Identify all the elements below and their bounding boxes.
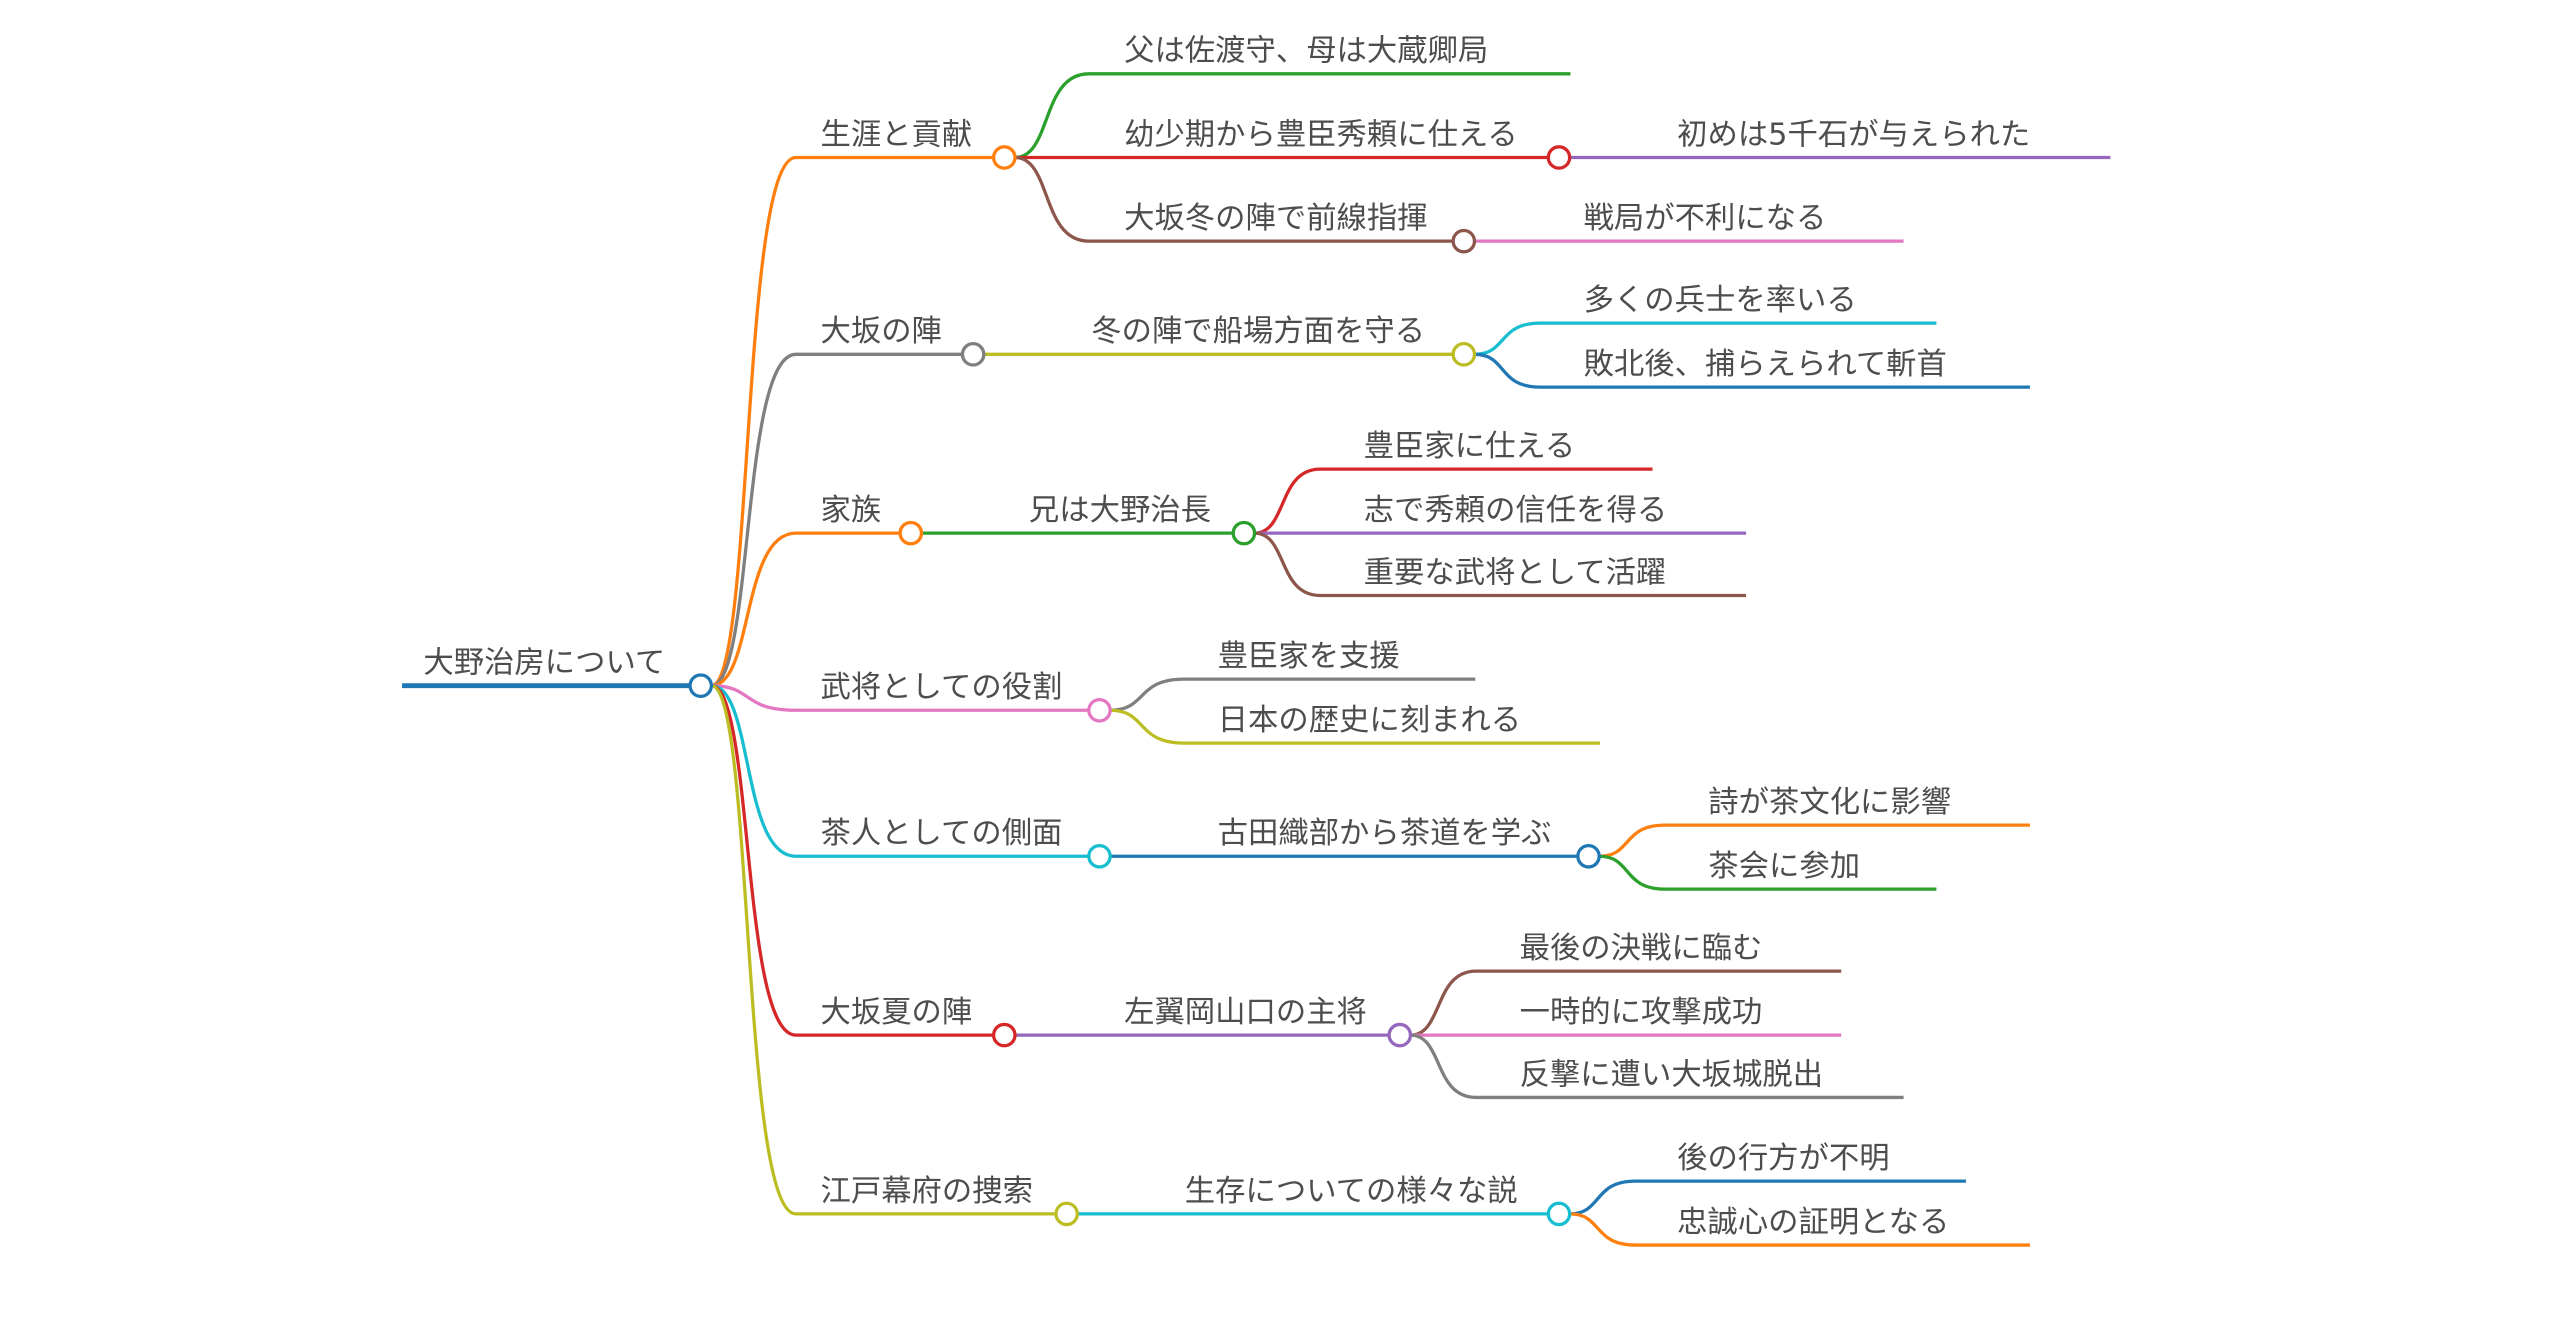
subtopic-label: 大坂冬の陣で前線指揮: [1124, 201, 1428, 236]
branch-edge: [710, 155, 1005, 688]
branch-node-toggle[interactable]: [898, 520, 924, 546]
subtopic-node-toggle[interactable]: [1231, 520, 1257, 546]
branch-edge: [711, 684, 1100, 712]
branch-edge: [711, 531, 911, 688]
subtopic-label: 兄は大野治長: [1029, 493, 1211, 528]
detail-edge: [1569, 1212, 2030, 1247]
subtopic-edge: [1014, 72, 1571, 160]
detail-edge: [1254, 531, 1747, 598]
subtopic-edge: [1110, 677, 1476, 712]
branch-edge: [710, 684, 1067, 1216]
branch-node-toggle[interactable]: [960, 342, 986, 367]
detail-edge: [1569, 1179, 1966, 1216]
detail-label: 後の行方が不明: [1677, 1141, 1889, 1176]
detail-edge: [1254, 467, 1653, 535]
subtopic-node-toggle[interactable]: [1546, 145, 1572, 170]
detail-edge: [1474, 352, 2030, 389]
detail-edge: [1599, 854, 1937, 891]
subtopic-label: 日本の歴史に刻まれる: [1218, 703, 1522, 738]
subtopic-label: 左翼岡山口の主将: [1124, 995, 1367, 1030]
subtopic-label: 生存についての様々な説: [1185, 1174, 1518, 1209]
branch-label: 家族: [821, 493, 882, 528]
detail-label: 茶会に参加: [1708, 849, 1860, 884]
branch-label: 茶人としての側面: [821, 816, 1063, 851]
detail-label: 豊臣家に仕える: [1364, 429, 1576, 464]
branch-label: 大坂の陣: [821, 314, 942, 349]
detail-label: 詩が茶文化に影響: [1708, 785, 1951, 820]
subtopic-edge: [1014, 155, 1464, 243]
subtopic-label: 冬の陣で船場方面を守る: [1091, 314, 1425, 349]
detail-label: 志で秀頼の信任を得る: [1364, 493, 1668, 528]
detail-label: 戦局が不利になる: [1584, 201, 1827, 236]
branch-node-toggle[interactable]: [1087, 697, 1112, 723]
root-node-toggle[interactable]: [688, 673, 714, 698]
subtopic-edge: [1110, 708, 1600, 745]
root-node-label: 大野治房について: [423, 646, 665, 681]
branch-node-toggle[interactable]: [992, 1022, 1017, 1048]
detail-edge: [1410, 969, 1842, 1037]
detail-edge: [1410, 1033, 1904, 1100]
detail-label: 多くの兵士を率いる: [1584, 283, 1857, 318]
detail-label: 初めは5千石が与えられた: [1677, 117, 2030, 152]
detail-edge: [1474, 321, 1937, 356]
branch-node-toggle[interactable]: [992, 145, 1017, 170]
branch-edge: [711, 684, 1100, 858]
detail-label: 一時的に攻撃成功: [1520, 995, 1763, 1030]
subtopic-label: 父は佐渡守、母は大蔵卿局: [1124, 34, 1488, 69]
subtopic-node-toggle[interactable]: [1387, 1022, 1413, 1048]
branch-label: 大坂夏の陣: [821, 995, 973, 1030]
branch-label: 生涯と貢献: [821, 117, 973, 152]
detail-edge: [1599, 823, 2030, 858]
detail-label: 重要な武将として活躍: [1364, 555, 1667, 590]
subtopic-node-toggle[interactable]: [1451, 228, 1477, 254]
branch-edge: [710, 352, 974, 688]
branch-node-toggle[interactable]: [1087, 843, 1112, 869]
subtopic-node-toggle[interactable]: [1451, 342, 1477, 367]
subtopic-label: 豊臣家を支援: [1218, 639, 1400, 674]
branch-node-toggle[interactable]: [1054, 1201, 1079, 1227]
detail-label: 忠誠心の証明となる: [1677, 1205, 1949, 1240]
detail-label: 反撃に遭い大坂城脱出: [1520, 1057, 1824, 1092]
subtopic-node-toggle[interactable]: [1546, 1201, 1572, 1227]
branch-label: 武将としての役割: [821, 670, 1063, 705]
branch-edge: [710, 684, 1005, 1037]
subtopic-label: 古田織部から茶道を学ぶ: [1218, 816, 1552, 851]
branch-label: 江戸幕府の捜索: [821, 1174, 1033, 1209]
detail-label: 最後の決戦に臨む: [1520, 931, 1763, 966]
subtopic-label: 幼少期から豊臣秀頼に仕える: [1124, 117, 1518, 152]
detail-label: 敗北後、捕らえられて斬首: [1584, 347, 1947, 382]
subtopic-node-toggle[interactable]: [1576, 843, 1601, 869]
